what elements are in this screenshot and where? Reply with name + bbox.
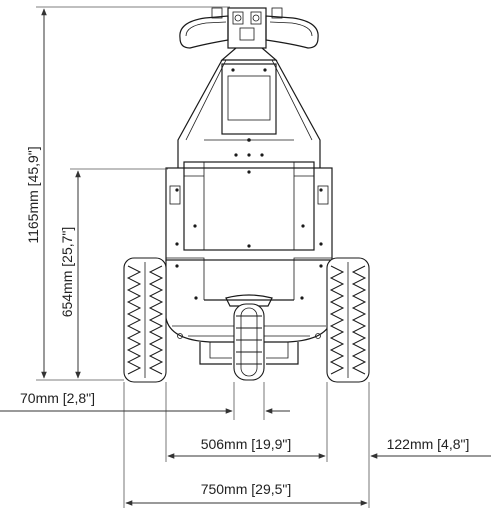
dimension-lines xyxy=(0,6,491,508)
dimension-labels: 1165mm [45,9"] 654mm [25,7"] 70mm [2,8"]… xyxy=(20,146,469,497)
rear-height-label: 654mm [25,7"] xyxy=(59,227,75,318)
inner-track-label: 506mm [19,9"] xyxy=(201,436,292,452)
right-drive-wheel xyxy=(326,257,370,383)
overall-width-label: 750mm [29,5"] xyxy=(201,481,292,497)
wheel-width-label: 122mm [4,8"] xyxy=(387,436,470,452)
machine-front-view xyxy=(123,7,370,383)
overall-height-label: 1165mm [45,9"] xyxy=(25,146,41,243)
center-wheel-width-label: 70mm [2,8"] xyxy=(20,390,95,406)
tiller-column xyxy=(177,47,321,168)
left-drive-wheel xyxy=(123,257,167,383)
center-caster-wheel xyxy=(225,294,273,381)
steering-handle xyxy=(179,7,319,49)
